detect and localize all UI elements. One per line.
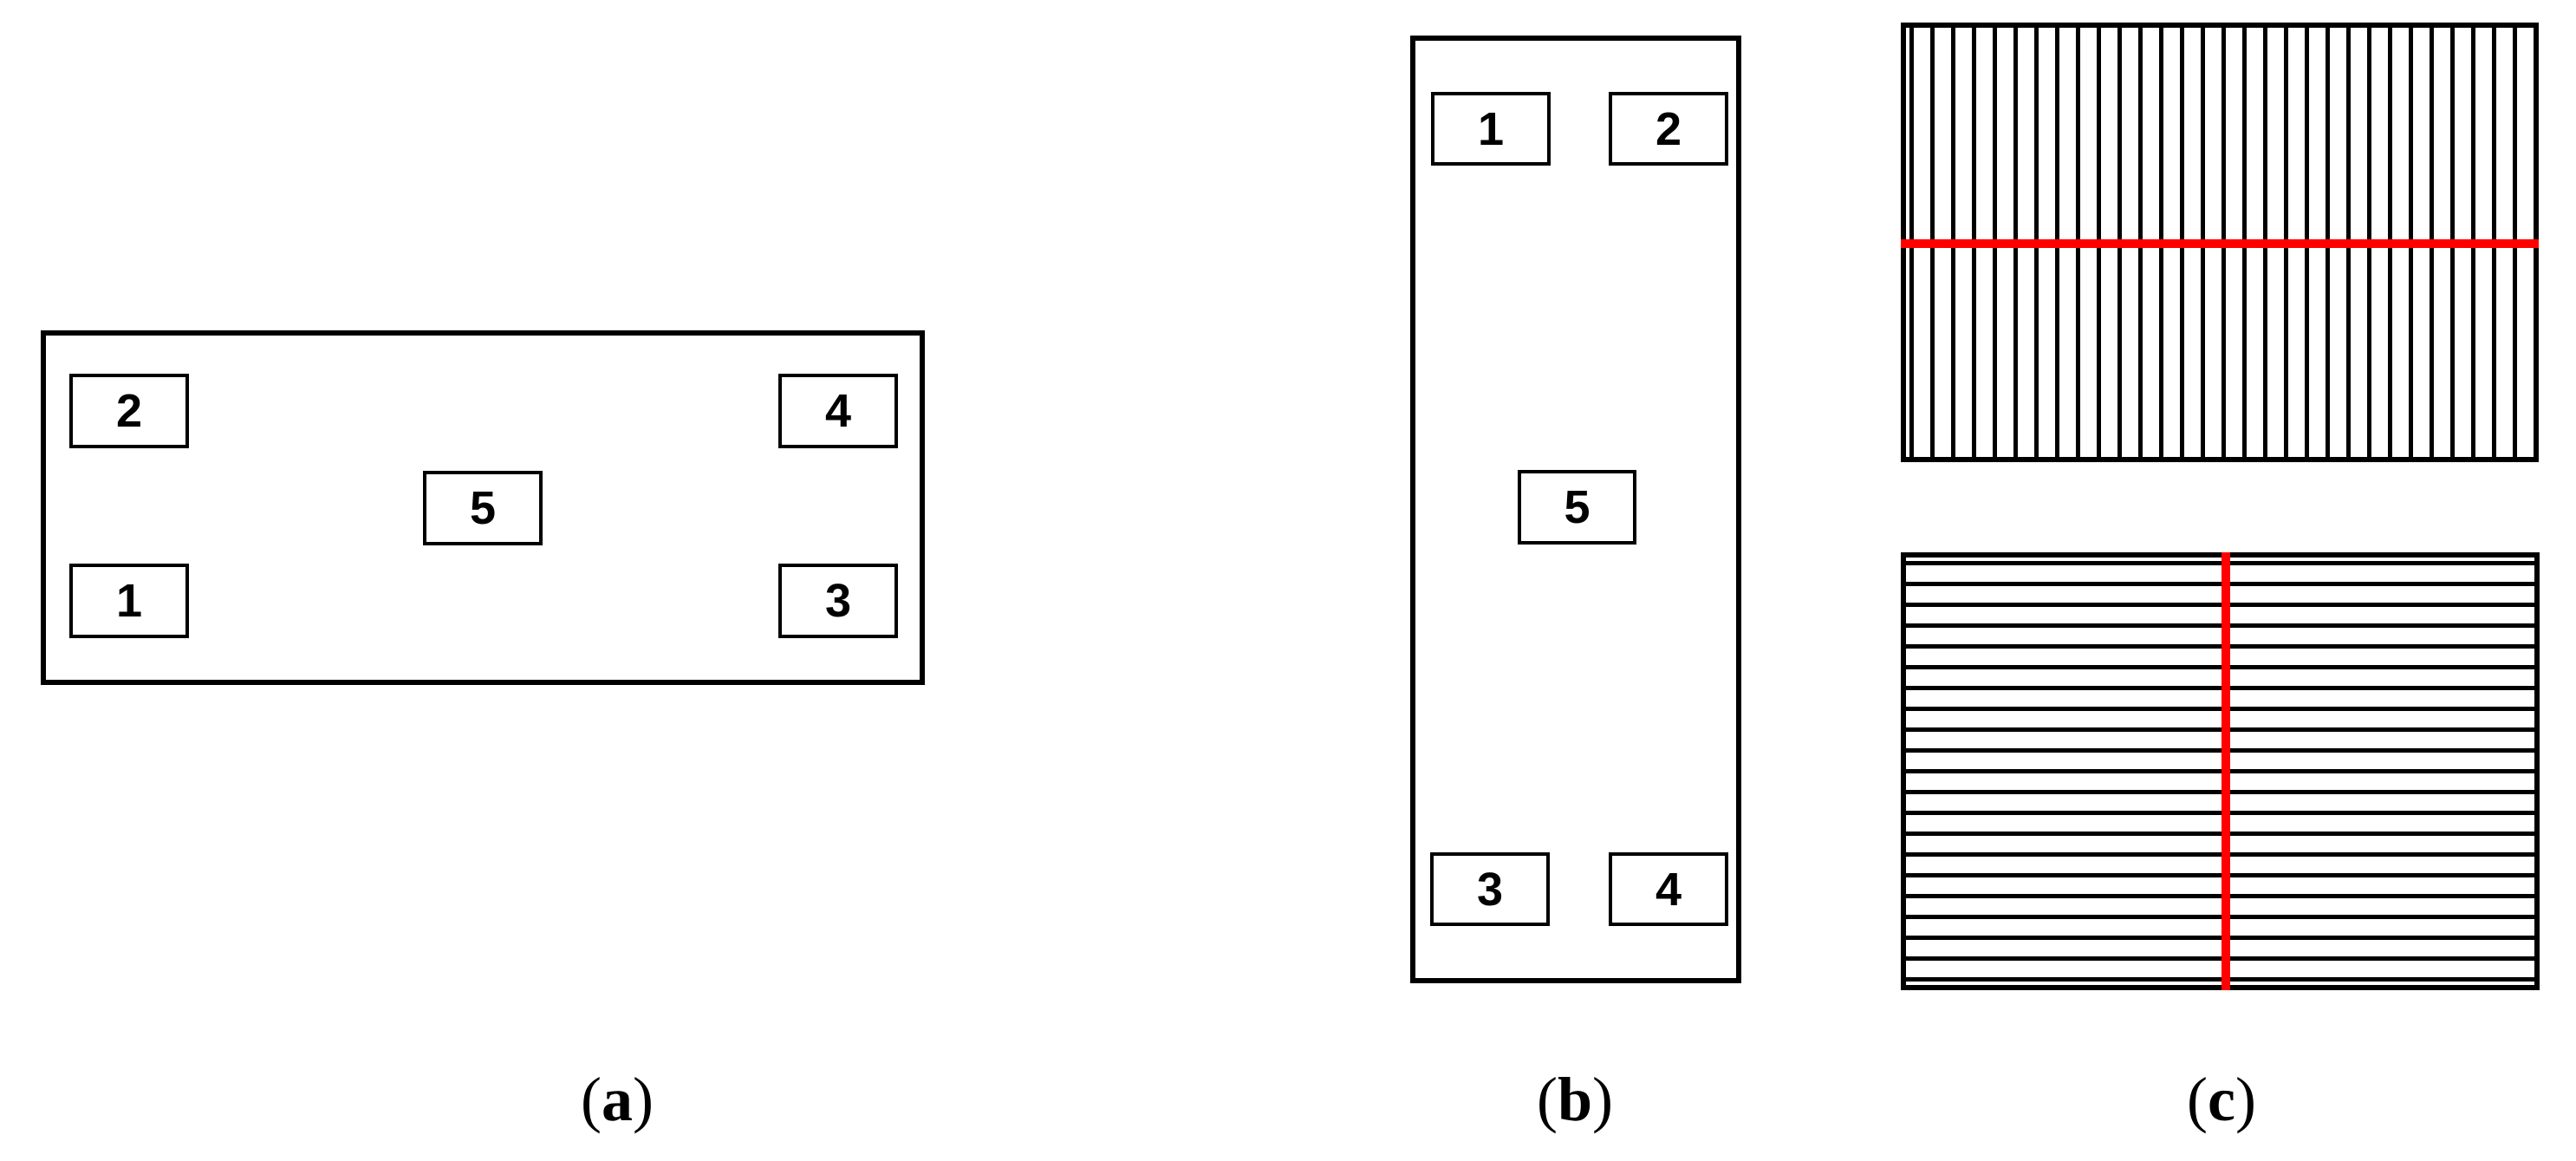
caption-a-letter: a (602, 1065, 633, 1134)
caption-c-letter: c (2208, 1065, 2235, 1134)
panel-a-box-5: 5 (423, 471, 543, 545)
panel-a-box-2: 2 (69, 374, 189, 448)
panel-b-box-3: 3 (1430, 852, 1550, 926)
panel-b-box-2-label: 2 (1655, 102, 1682, 155)
panel-a-box-5-label: 5 (469, 482, 497, 534)
panel-a-outline: 2 4 5 1 3 (41, 330, 925, 685)
caption-a-open-paren: ( (581, 1065, 602, 1134)
panel-b-box-4: 4 (1609, 852, 1728, 926)
panel-b-box-1-label: 1 (1477, 102, 1505, 155)
panel-b-box-1: 1 (1431, 92, 1551, 166)
caption-b: (b) (1537, 1065, 1613, 1134)
caption-b-letter: b (1557, 1065, 1593, 1134)
panel-a-box-4: 4 (778, 374, 898, 448)
horizontal-hatch-rect (1901, 552, 2540, 990)
panel-b-outline: 1 2 5 3 4 (1410, 36, 1741, 983)
panel-a-box-2-label: 2 (115, 385, 143, 437)
panel-a-box-3-label: 3 (824, 575, 852, 627)
panel-b-box-3-label: 3 (1476, 863, 1504, 916)
panel-b-box-5-label: 5 (1564, 481, 1590, 533)
caption-c-close-paren: ) (2234, 1065, 2256, 1134)
red-scan-line-horizontal (1901, 239, 2539, 248)
caption-c: (c) (2187, 1065, 2256, 1134)
vertical-hatch-rect (1901, 23, 2539, 462)
panel-a-box-1: 1 (69, 564, 189, 638)
panel-b-box-4-label: 4 (1655, 863, 1682, 916)
panel-a-box-1-label: 1 (115, 575, 143, 627)
panel-b-box-2: 2 (1609, 92, 1728, 166)
caption-b-open-paren: ( (1536, 1065, 1558, 1134)
panel-b-box-5: 5 (1518, 470, 1636, 545)
caption-c-open-paren: ( (2187, 1065, 2208, 1134)
caption-b-close-paren: ) (1592, 1065, 1614, 1134)
caption-a-close-paren: ) (633, 1065, 654, 1134)
panel-a-box-4-label: 4 (824, 385, 852, 437)
red-scan-line-vertical (2221, 552, 2230, 990)
panel-a-box-3: 3 (778, 564, 898, 638)
caption-a: (a) (581, 1065, 654, 1134)
